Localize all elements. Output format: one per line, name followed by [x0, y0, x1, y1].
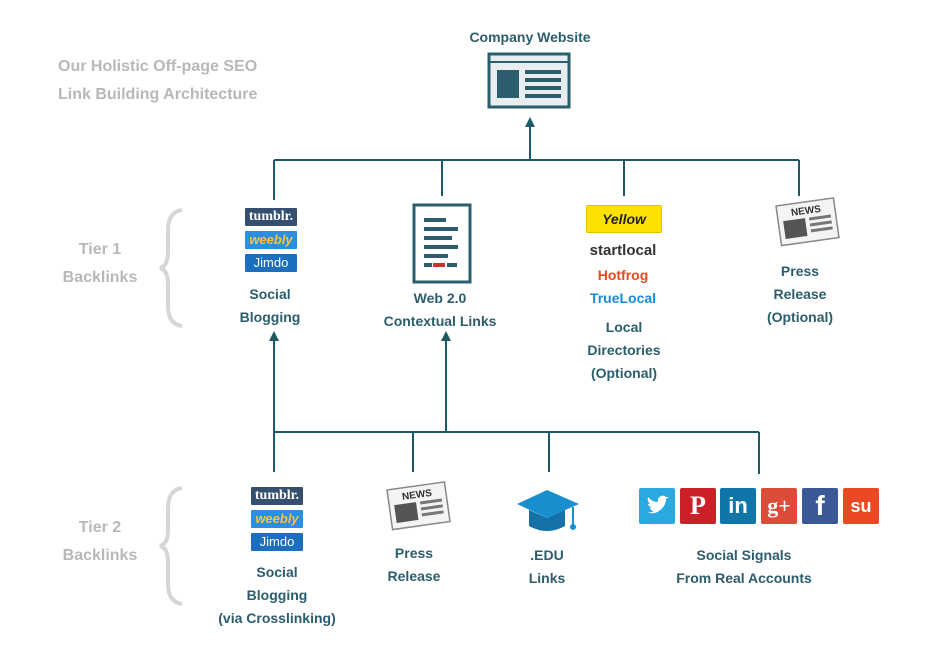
tier2-social-signals-label: Social Signals From Real Accounts [676, 547, 812, 586]
graduation-cap-icon [517, 490, 579, 531]
facebook-icon: f [802, 488, 838, 524]
tier1-social-blogging-label: Social Blogging [239, 286, 301, 325]
document-icon [412, 203, 472, 284]
jimdo-logo: Jimdo [245, 254, 297, 272]
jimdo-logo: Jimdo [251, 533, 303, 551]
tier2-label: Tier 2 Backlinks [62, 519, 138, 564]
headline-line-2: Link Building Architecture [58, 86, 258, 103]
hotfrog-logo: Hotfrog [586, 266, 660, 284]
pinterest-icon: P [680, 488, 716, 524]
headline-line-1: Our Holistic Off-page SEO [58, 58, 258, 75]
google-plus-icon: g+ [761, 488, 797, 524]
tier2-social-blogging-label: Social Blogging (via Crosslinking) [218, 564, 336, 626]
newspaper-icon: NEWS [775, 197, 840, 247]
tumblr-logo: tumblr. [245, 208, 297, 226]
tier2-press-release-label: Press Release [387, 545, 441, 584]
startlocal-logo: startlocal [586, 242, 660, 260]
stumbleupon-icon: su [843, 488, 879, 524]
company-website-label: Company Website [469, 29, 591, 45]
truelocal-logo: TrueLocal [586, 289, 660, 307]
newspaper-icon: NEWS [386, 481, 451, 531]
svg-text:NEWS: NEWS [790, 204, 822, 219]
tier1-local-directories-label: Local Directories (Optional) [587, 319, 661, 381]
website-icon [487, 52, 571, 109]
tier2-edu-label: .EDU Links [528, 547, 566, 586]
weebly-logo: weebly [245, 231, 297, 249]
yellow-logo: Yellow [586, 205, 662, 233]
svg-text:NEWS: NEWS [401, 488, 433, 503]
tier1-bracket [159, 208, 183, 328]
tumblr-logo: tumblr. [251, 487, 303, 505]
tier2-bracket [159, 486, 183, 606]
weebly-logo: weebly [251, 510, 303, 528]
diagram-headline: Our Holistic Off-page SEO Link Building … [58, 53, 257, 109]
tier1-web20-label: Web 2.0 Contextual Links [383, 290, 497, 329]
twitter-icon [639, 488, 675, 524]
linkedin-icon: in [720, 488, 756, 524]
tier1-press-release-label: Press Release (Optional) [766, 263, 834, 325]
tier1-label: Tier 1 Backlinks [62, 241, 138, 286]
